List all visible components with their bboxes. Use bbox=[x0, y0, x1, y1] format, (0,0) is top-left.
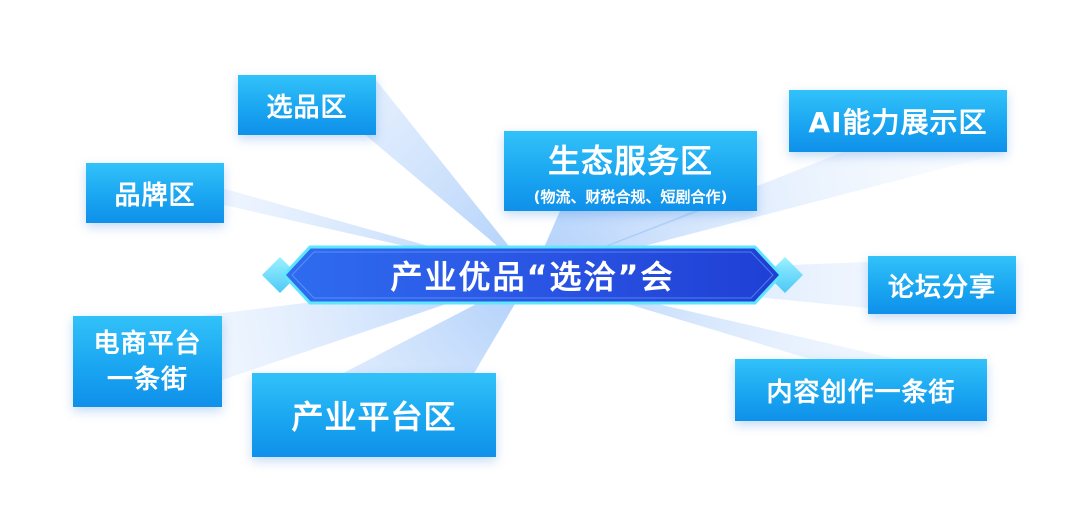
zone-eco-service: 生态服务区 (物流、财税合规、短剧合作) bbox=[504, 131, 757, 211]
zone-eco-service-sublabel: (物流、财税合规、短剧合作) bbox=[533, 187, 728, 206]
zone-ecommerce-label-line1: 电商平台 bbox=[93, 328, 202, 359]
zone-industry-platform: 产业平台区 bbox=[252, 373, 496, 457]
zone-brand-label: 品牌区 bbox=[114, 180, 196, 211]
left-diamond-icon bbox=[262, 257, 298, 293]
zone-ecommerce-street: 电商平台 一条街 bbox=[73, 316, 222, 407]
zone-industry-platform-label: 产业平台区 bbox=[291, 398, 457, 436]
zone-forum: 论坛分享 bbox=[868, 256, 1016, 314]
zone-select: 选品区 bbox=[238, 75, 376, 135]
banner-body bbox=[281, 245, 784, 305]
zone-forum-label: 论坛分享 bbox=[887, 272, 996, 303]
zone-ecommerce-label-line2: 一条街 bbox=[106, 364, 188, 395]
center-banner-shape bbox=[262, 245, 803, 305]
zone-select-label: 选品区 bbox=[266, 92, 348, 123]
zone-content-street: 内容创作一条街 bbox=[735, 359, 987, 421]
center-title: 产业优品“选洽”会 bbox=[390, 258, 675, 296]
zone-eco-service-label: 生态服务区 bbox=[547, 141, 713, 180]
zone-ai-showcase: AI能力展示区 bbox=[789, 90, 1007, 152]
right-diamond-icon bbox=[767, 257, 803, 293]
center-banner: 产业优品“选洽”会 bbox=[262, 244, 803, 306]
zone-content-label: 内容创作一条街 bbox=[766, 377, 956, 408]
zone-brand: 品牌区 bbox=[86, 163, 224, 223]
zone-ai-label: AI能力展示区 bbox=[808, 106, 988, 139]
